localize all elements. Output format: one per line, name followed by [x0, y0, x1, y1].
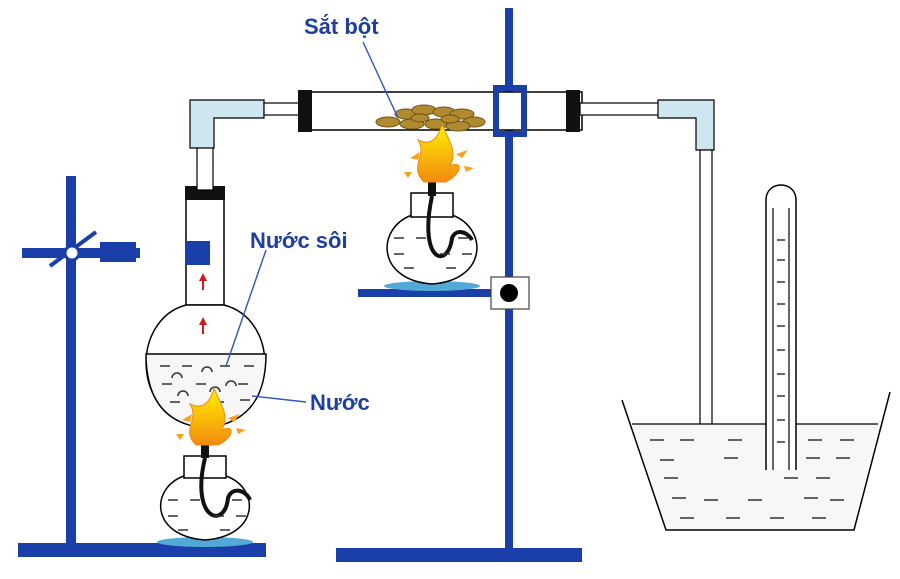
- lamp-wick: [201, 444, 209, 458]
- flask-stopper: [185, 186, 225, 200]
- boiling-flask: [145, 186, 267, 429]
- tube-stopper-right: [566, 90, 580, 132]
- middle-stand-base: [336, 548, 582, 562]
- upper-lamp-wick: [428, 182, 436, 196]
- flask-clamp-block: [186, 241, 210, 265]
- label-iron-powder: Sắt bột: [304, 14, 379, 39]
- upper-lamp-wick-curve: [426, 195, 474, 258]
- label-boiling-water: Nước sôi: [250, 228, 348, 253]
- lamp-wick-curve: [199, 457, 252, 518]
- boss-screw: [500, 284, 518, 302]
- label-leaders: [225, 41, 399, 403]
- tube-stopper-left: [298, 90, 312, 132]
- leader-boiling-water: [225, 249, 267, 367]
- trough-water-dashes: [650, 439, 854, 519]
- flame-icon: [176, 386, 246, 446]
- label-water: Nước: [310, 390, 370, 415]
- flask-water-dashes: [160, 365, 254, 403]
- left-clamp-holder: [100, 242, 136, 262]
- trough-water: [632, 424, 878, 530]
- collection-tube-dashes: [777, 239, 785, 443]
- upper-alcohol-lamp: [384, 182, 480, 291]
- tube-clamp-band: [493, 85, 527, 137]
- clamp-icon: [48, 230, 98, 268]
- leader-iron-powder: [362, 41, 399, 119]
- gas-collection-tube: [765, 184, 797, 470]
- trough-outline: [621, 391, 891, 531]
- arrow-up-icon: [199, 273, 207, 334]
- alcohol-lamp-icon: [157, 444, 253, 547]
- elbow-connector-right: [657, 99, 715, 151]
- combustion-tube: [298, 85, 583, 137]
- boiling-bubbles: [171, 366, 237, 397]
- upper-lamp-dish: [384, 281, 480, 291]
- lamp-liquid-dashes: [168, 499, 246, 531]
- water-trough: [621, 391, 891, 531]
- lamp-dish: [157, 537, 253, 547]
- left-stand-rod: [66, 176, 76, 546]
- collection-tube-glass: [765, 184, 797, 470]
- leader-water: [251, 395, 307, 403]
- upper-flame-icon: [404, 122, 474, 183]
- elbow-connector-left: [189, 99, 265, 149]
- left-clamp-arm: [22, 248, 140, 258]
- middle-stand-platform: [358, 289, 498, 297]
- upper-lamp-liquid-dashes: [394, 237, 472, 269]
- steam-delivery-tube: [189, 99, 301, 191]
